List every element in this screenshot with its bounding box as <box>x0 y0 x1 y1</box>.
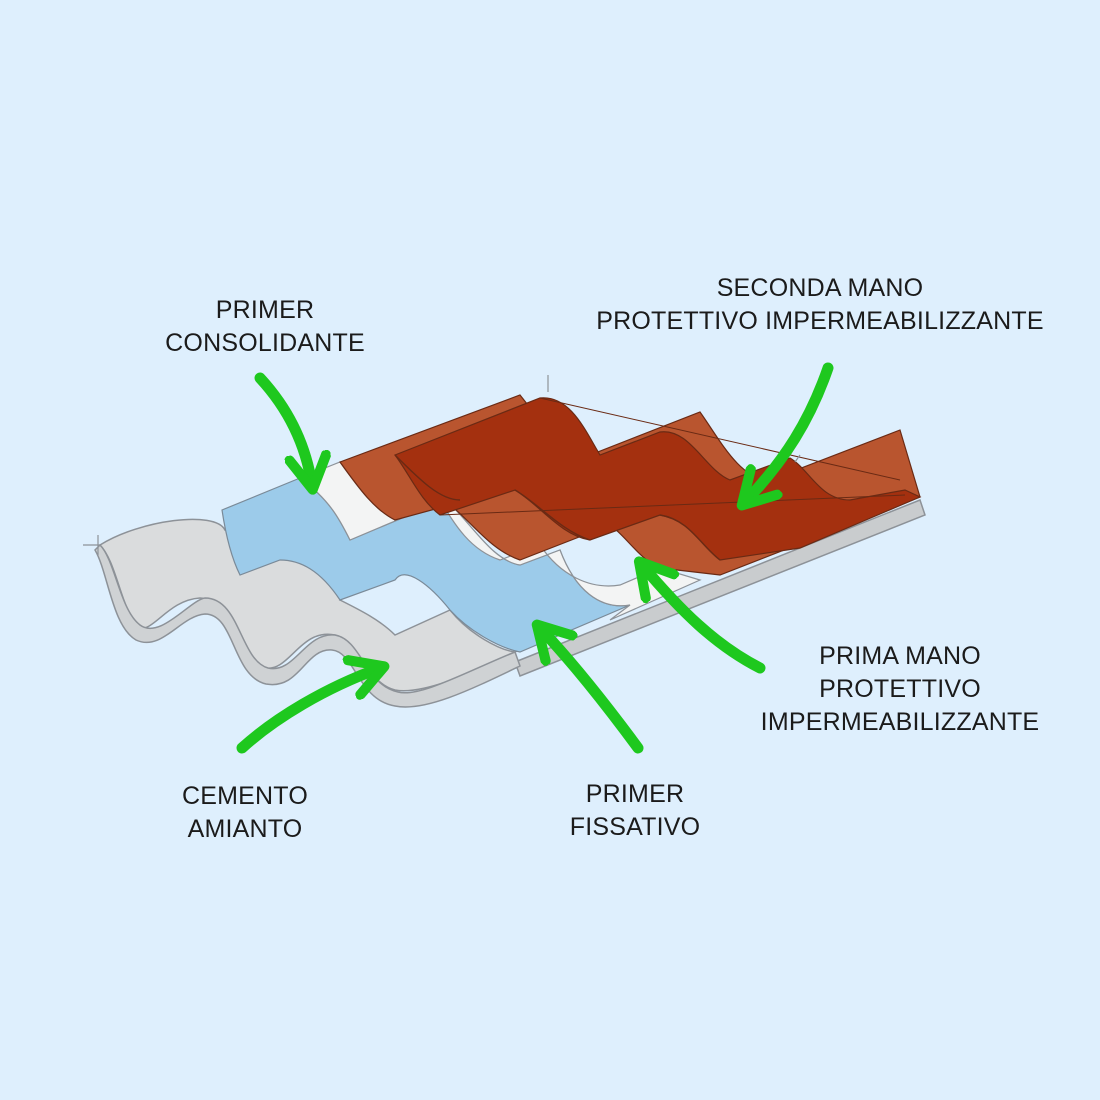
guide-tick <box>794 454 801 463</box>
label-line: PRIMER <box>215 296 315 324</box>
ridge-line <box>539 397 901 481</box>
curved-arrow-icon <box>540 628 644 754</box>
curved-arrow-icon <box>642 565 766 674</box>
label-seconda-mano: SECONDA MANO PROTETTIVO IMPERMEABILIZZAN… <box>560 272 1080 338</box>
label-line: PROTETTIVO IMPERMEABILIZZANTE <box>596 307 1044 335</box>
label-cemento-amianto: CEMENTO AMIANTO <box>130 780 360 846</box>
curved-arrow-icon <box>236 668 380 754</box>
curved-arrow-icon <box>745 362 834 502</box>
label-line: SECONDA MANO <box>716 274 924 302</box>
crest-line <box>394 454 721 561</box>
label-line: IMPERMEABILIZZANTE <box>760 708 1040 736</box>
label-line: PROTETTIVO <box>819 675 981 703</box>
cement-profile <box>94 543 521 708</box>
label-primer-fissativo: PRIMER FISSATIVO <box>520 778 750 844</box>
label-primer-consolidante: PRIMER CONSOLIDANTE <box>130 294 400 360</box>
label-prima-mano: PRIMA MANO PROTETTIVO IMPERMEABILIZZANTE <box>740 640 1060 739</box>
label-line: AMIANTO <box>187 815 303 843</box>
label-line: CONSOLIDANTE <box>165 329 365 357</box>
ridge-line <box>439 494 906 516</box>
label-line: PRIMA MANO <box>819 642 981 670</box>
label-line: PRIMER <box>585 780 685 808</box>
curved-arrow-icon <box>254 372 312 485</box>
label-line: CEMENTO <box>182 782 308 810</box>
guide-tick <box>83 535 100 555</box>
sheet-edge <box>514 499 926 677</box>
label-line: FISSATIVO <box>569 813 701 841</box>
